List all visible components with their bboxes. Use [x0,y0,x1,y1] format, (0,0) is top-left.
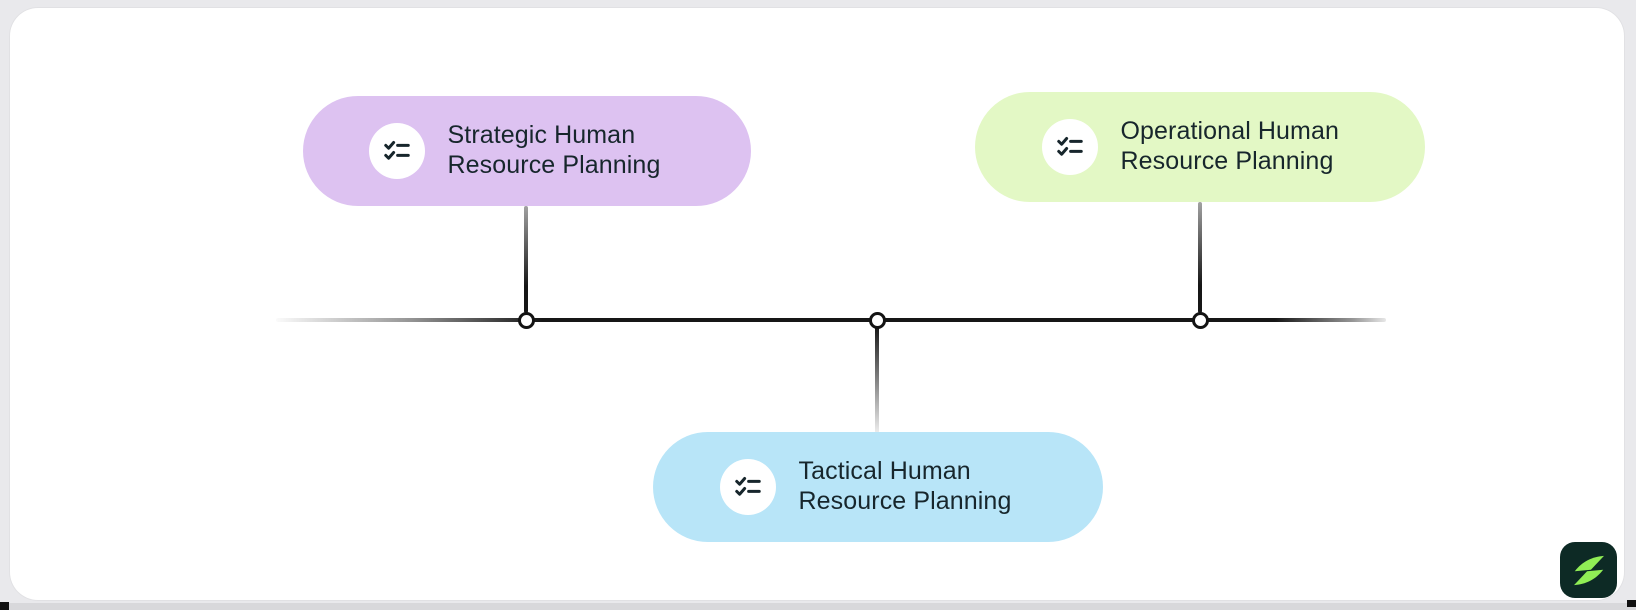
connector-tactical [875,326,879,433]
checklist-icon [719,459,776,515]
pill-operational-label: Operational Human Resource Planning [1120,117,1339,175]
timeline-node-tactical [868,311,886,329]
connector-operational [1198,202,1202,313]
timeline-axis [276,318,1386,322]
lightning-s-logo[interactable] [1560,542,1617,598]
timeline-node-strategic [517,311,535,329]
timeline-node-operational [1191,311,1209,329]
bottom-edge-strip [0,603,1636,610]
connector-strategic [524,206,528,313]
pill-strategic[interactable]: Strategic Human Resource Planning [303,96,751,206]
checklist-icon [368,123,425,179]
canvas-card: Strategic Human Resource Planning Operat… [10,8,1624,600]
pill-tactical[interactable]: Tactical Human Resource Planning [653,432,1103,542]
bottom-left-corner-mark [0,602,9,610]
pill-operational[interactable]: Operational Human Resource Planning [975,92,1425,202]
checklist-icon [1041,119,1098,175]
pill-tactical-label: Tactical Human Resource Planning [798,457,1012,515]
bottom-right-corner-mark [1627,600,1636,607]
pill-strategic-label: Strategic Human Resource Planning [447,121,661,179]
